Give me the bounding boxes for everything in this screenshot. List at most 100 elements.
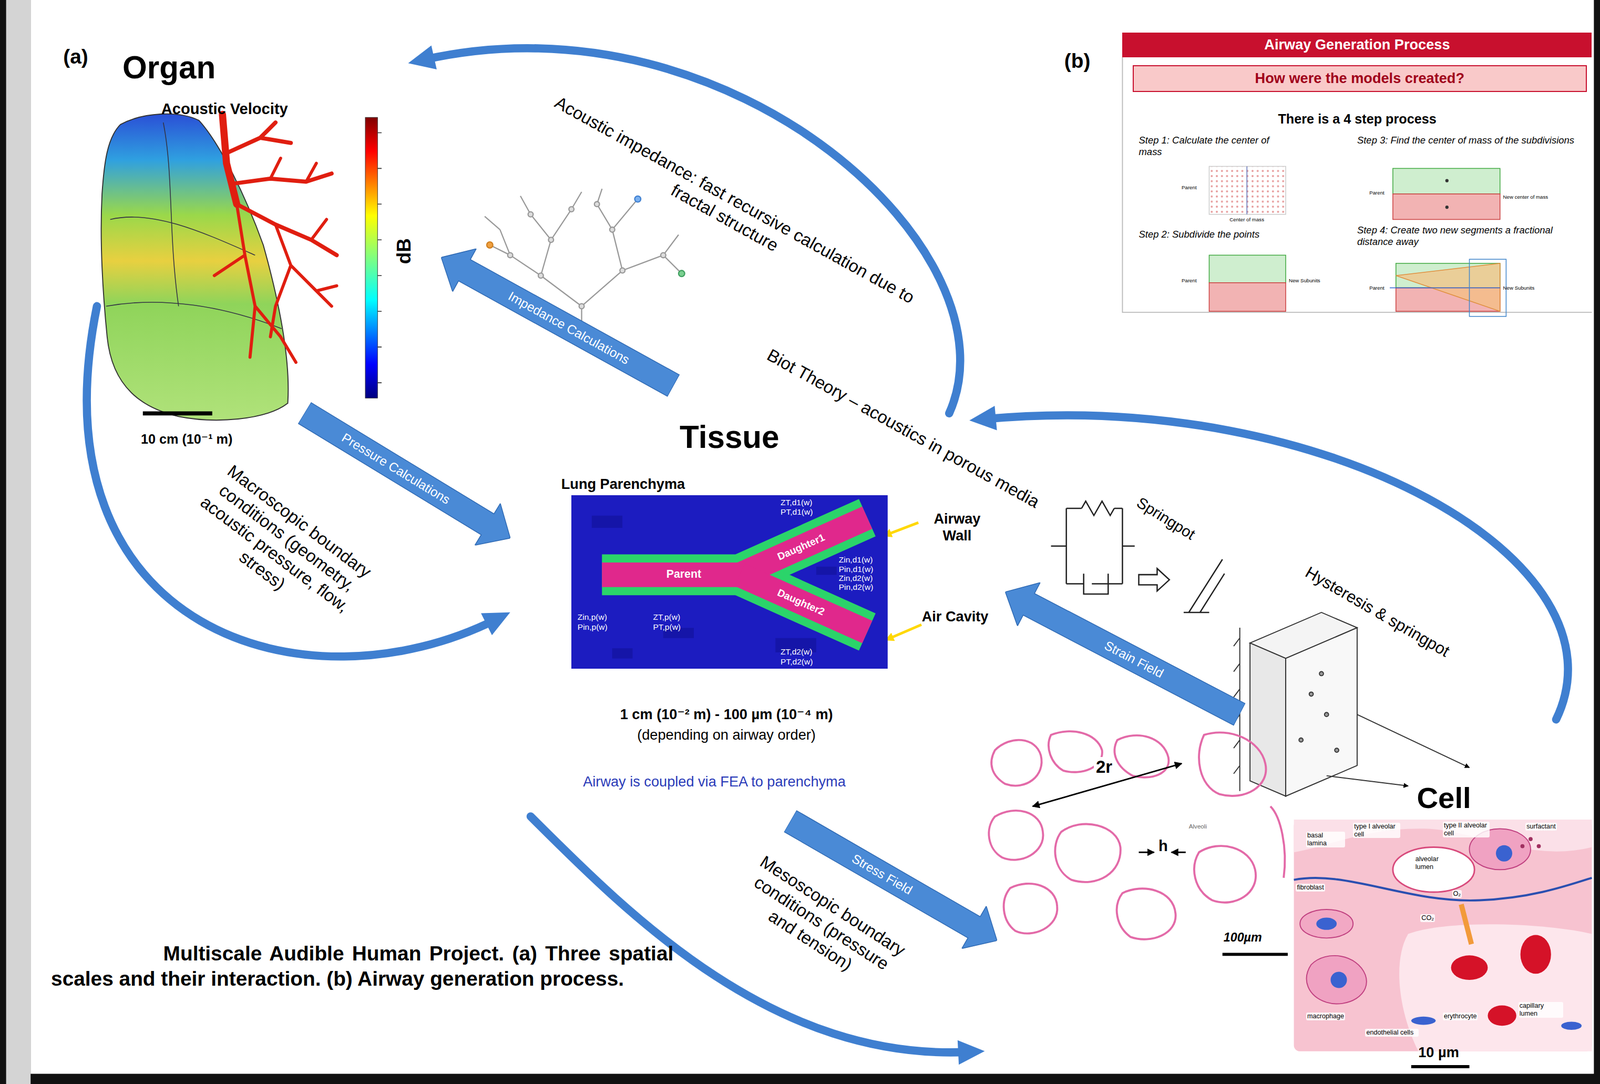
note-text: (depending on airway order) — [637, 726, 816, 744]
impedance-symbol: Zin,p(w) — [577, 612, 608, 622]
parenchyma-texture — [612, 648, 633, 659]
histology-image — [1054, 824, 1121, 882]
histology-image — [1194, 845, 1256, 903]
step-figures — [1246, 166, 1248, 214]
lung-model — [106, 122, 282, 329]
axis-unit: dB — [392, 238, 416, 264]
pressure-symbol: PT,d1(w) — [780, 507, 813, 517]
step-text: Step 2: Subdivide the points — [1139, 228, 1318, 241]
fractal-tree — [678, 270, 685, 278]
dimension-arrow — [1139, 851, 1155, 854]
cell-illustration — [1520, 844, 1525, 849]
hysteresis-block — [1357, 714, 1470, 768]
block-arrow-body — [428, 236, 685, 407]
cell-illustration — [1306, 955, 1367, 1004]
step-text: Step 3: Find the center of mass of the s… — [1357, 134, 1577, 147]
part-label: Air Cavity — [921, 608, 989, 625]
scale-heading: Tissue — [679, 418, 780, 456]
histology-image — [991, 740, 1042, 786]
dimension-label: 2r — [1093, 756, 1115, 778]
springpot-symbol — [1051, 500, 1135, 594]
fractal-tree — [548, 237, 554, 243]
cell-illustration — [1399, 924, 1592, 1052]
cell-illustration — [1495, 845, 1513, 862]
histology-image — [1114, 735, 1169, 778]
step-figures — [1445, 205, 1449, 209]
panel-subtitle: There is a 4 step process — [1277, 111, 1437, 128]
pressure-symbol: PT,d2(w) — [780, 657, 813, 667]
pressure-symbol: Pin,p(w) — [577, 622, 608, 632]
step-figures — [1208, 254, 1286, 283]
step-figures — [1445, 179, 1449, 183]
step-figures — [1389, 287, 1501, 289]
scale-label: 100µm — [1221, 930, 1265, 945]
hysteresis-block — [1324, 712, 1329, 717]
scale-bar — [142, 411, 213, 416]
connector-line — [530, 816, 969, 1053]
impedance-symbol: ZT,d1(w) — [780, 497, 813, 508]
scale-label: 10 cm (10⁻¹ m) — [140, 431, 233, 448]
part-label: O₂ — [1452, 889, 1463, 898]
figure-note: New Subunits — [1288, 277, 1321, 284]
hysteresis-block — [1326, 775, 1409, 786]
part-label: CO₂ — [1420, 914, 1435, 922]
panel-frame — [1122, 57, 1592, 313]
cell-illustration — [1411, 1016, 1437, 1025]
cell-illustration — [1294, 819, 1593, 1052]
fractal-tree — [609, 227, 615, 233]
fractal-tree — [528, 211, 534, 218]
cell-illustration — [1528, 836, 1533, 841]
part-label: fibroblast — [1295, 883, 1325, 892]
part-label: endothelial cells — [1365, 1028, 1419, 1037]
figure-title: Lung Parenchyma — [561, 475, 685, 493]
parenchyma-ground — [571, 495, 888, 669]
dimension-label: 1 cm (10⁻² m) - 100 µm (10⁻⁴ m) — [620, 705, 834, 723]
step-figures — [1208, 166, 1286, 214]
hysteresis-block — [1334, 747, 1339, 753]
fractal-tree — [507, 252, 514, 259]
histology-image — [1270, 806, 1285, 878]
figure-note: Center of mass — [1229, 216, 1265, 223]
colorbar — [365, 117, 378, 398]
pointer-arrow — [883, 522, 919, 536]
fractal-tree — [634, 196, 642, 203]
part-label: basal lamina — [1306, 831, 1346, 848]
histology-image — [1198, 732, 1266, 796]
colorbar — [377, 132, 382, 383]
scale-coupling-arrow — [408, 45, 961, 414]
figure-note: Parent — [1181, 184, 1197, 191]
fractal-tree — [579, 303, 585, 310]
impedance-symbol: Zin,d2(w) — [838, 573, 874, 583]
cell-illustration — [1487, 1004, 1516, 1026]
step-text: Step 1: Calculate the center of mass — [1139, 134, 1292, 158]
figure-note: Parent — [1369, 189, 1385, 196]
dimension-arrow — [1222, 952, 1288, 957]
bronchial-tree — [214, 114, 337, 363]
cell-illustration — [1520, 935, 1552, 974]
page-frame — [30, 0, 1594, 1074]
dimension-arrow — [1171, 851, 1186, 854]
histology-image — [1116, 888, 1176, 939]
connector-label: Macroscopic boundary conditions (geometr… — [172, 450, 389, 642]
bronchial-tree — [214, 158, 337, 363]
model-label: Hysteresis & springpot — [1301, 562, 1453, 662]
histology-image — [988, 731, 1285, 940]
hysteresis-block — [1249, 642, 1286, 796]
part-label: Alveoli — [1186, 822, 1209, 830]
cell-illustration — [1461, 904, 1472, 945]
dimension-arrow — [1411, 1064, 1470, 1069]
cell-illustration — [1330, 971, 1347, 988]
step-figures — [1396, 263, 1501, 312]
fractal-tree — [619, 268, 625, 274]
segment-label: Parent — [666, 567, 702, 581]
scale-coupling-arrow — [530, 816, 985, 1065]
pressure-symbol: Pin,d2(w) — [838, 582, 874, 592]
hysteresis-block — [1309, 691, 1314, 696]
arrowhead — [480, 612, 511, 635]
arrow-text: Pressure Calculations — [339, 431, 453, 507]
pointer-arrow — [885, 624, 922, 640]
connector-label: Acoustic impedance: fast recursive calcu… — [520, 80, 938, 337]
part-label: Airway Wall — [921, 510, 993, 545]
